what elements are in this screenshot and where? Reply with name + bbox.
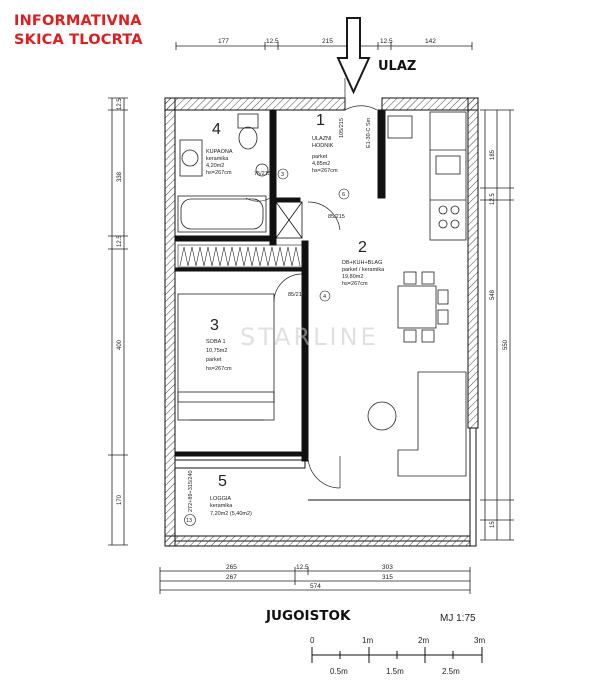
plan-title-line2: SKICA TLOCRTA [14,32,143,48]
dim-left-3: 12.5 [117,235,123,247]
door-label: E1-30-C Sm [366,117,372,148]
scale-label: 0 [310,636,315,645]
room-4-area: 4,20m2 [206,163,224,169]
door-mark-number: 3 [281,172,284,178]
door-mark-fraction: 85/215 [328,214,345,220]
door-mark-fraction: 75/215 [254,171,271,177]
dim-top-4: 12.5 [380,38,393,45]
room-3-floor: parket [206,357,222,363]
dim-top-1: 177 [218,38,229,45]
door-mark-fraction: 272+89+315/240 [188,470,194,512]
scale-label: 0.5m [330,667,348,676]
living-furniture [367,371,467,477]
dim-bottom-4: 267 [226,574,237,581]
dim-left-4: 400 [117,339,123,350]
room-1-name: ULAZNI [312,136,332,142]
room-2-name: DB+KUH+BLAG [342,260,382,266]
dim-bottom-1: 265 [226,564,237,571]
dim-top-2: 12.5 [266,38,279,45]
dim-right-1: 185 [490,149,496,160]
door-mark-fraction: 105/215 [339,118,345,138]
room-2-number: 2 [358,239,367,256]
watermark: STARLINE [240,323,379,351]
room-1-name2: HODNIK [312,143,334,149]
room-3-name: SOBA 1 [206,339,226,345]
room-3-height: hs=267cm [206,366,232,372]
dim-bottom-5: 315 [382,574,393,581]
room-4-height: hs=267cm [206,170,232,176]
room-2-height: hs=267cm [342,281,368,287]
dining-table [397,271,449,343]
interior-walls [174,109,386,462]
right-dimension-chain [480,109,514,541]
room-1-floor: parket [312,154,328,160]
dim-right-4: 550 [503,339,509,350]
room-2-area: 19,80m2 [342,274,363,280]
scale-label: 1m [362,636,373,645]
dim-left-2: 338 [117,171,123,182]
room-3-number: 3 [210,317,219,334]
room-5-area: 7,20m2 (5,40m2) [210,511,252,517]
dim-bottom-6: 574 [310,583,321,590]
room-3-area: 10,75m2 [206,348,227,354]
room-5-floor: keramika [210,503,233,509]
room-1-area: 4,85m2 [312,161,330,167]
dim-right-3: 548 [490,289,496,300]
kitchen-counter [387,111,467,241]
dim-right-5: 15 [490,521,496,528]
room-5-name: LOGGIA [210,496,231,502]
room-4-floor: keramika [206,156,229,162]
plan-title-line1: INFORMATIVNA [14,13,142,29]
room-4-number: 4 [212,121,221,138]
door-mark-number: 6 [342,192,345,198]
door-mark-number: 13 [186,518,192,524]
room-labels: 4 KUPAONA keramika 4,20m2 hs=267cm 1 ULA… [206,112,385,517]
scale-bar [311,647,483,663]
plan-title: INFORMATIVNA SKICA TLOCRTA [14,12,143,50]
room-1-number: 1 [316,112,325,129]
dim-top-5: 142 [425,38,436,45]
dim-left-1: 12.5 [117,98,123,110]
entrance-label: ULAZ [378,59,417,74]
bottom-dimension-chain [159,567,471,594]
bathroom-fixtures [177,113,269,233]
room-2-floor: parket / keramika [342,267,385,273]
scale-label: 2m [418,636,429,645]
scale-ratio: MJ 1:75 [440,613,476,624]
door-mark-fraction: 85/215 [288,292,305,298]
top-dimension-chain [175,42,473,50]
door-marks: 75/215 3 85/215 6 85/215 4 105/215 E1-30… [184,117,372,526]
entrance-arrow-icon [336,17,371,95]
room-5-number: 5 [218,473,227,490]
left-dimension-chain [108,97,128,546]
dim-top-3: 215 [322,38,333,45]
dim-bottom-2: 12.5 [296,564,309,571]
scale-label: 1.5m [386,667,404,676]
installation-shaft [275,201,303,239]
scale-label: 3m [474,636,485,645]
loggia [164,459,471,547]
outer-walls [164,97,479,547]
dim-right-2: 12.5 [490,193,496,205]
dim-left-5: 170 [117,494,123,505]
door-swings [245,78,378,489]
room-4-name: KUPAONA [206,149,233,155]
room-1-height: hs=267cm [312,168,338,174]
wardrobe [177,244,303,268]
scale-label: 2.5m [442,667,460,676]
bed [177,293,275,421]
orientation-label: JUGOISTOK [266,608,351,624]
dim-bottom-3: 303 [382,564,393,571]
door-mark-number: 4 [323,294,326,300]
